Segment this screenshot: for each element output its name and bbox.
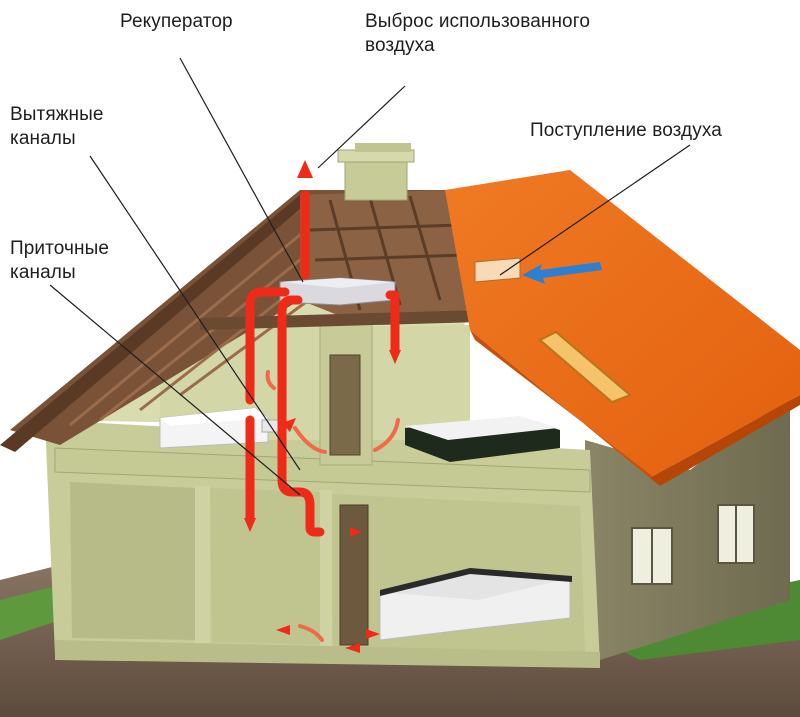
label-exhaust-out-line-1: Выброс использованного: [365, 11, 591, 32]
upper-door: [329, 354, 361, 456]
arrow-exhaust-up: [297, 160, 313, 178]
label-exhaust-ducts-line-1: Вытяжные: [10, 104, 104, 125]
arrow-ground-right: [366, 629, 380, 639]
label-exhaust-out: Выброс использованного воздуха: [365, 10, 590, 58]
grass-left: [0, 585, 60, 640]
duct-ground-floor: [305, 520, 325, 537]
label-recuperator: Рекуператор: [120, 10, 233, 34]
intake-arrow: [522, 262, 602, 284]
ducts: [245, 190, 400, 537]
label-exhaust-out-line-2: воздуха: [365, 35, 435, 56]
arrow-upper-room: [282, 418, 296, 432]
label-exhaust-ducts: Вытяжные каналы: [10, 103, 104, 151]
intake-grille: [474, 257, 521, 283]
leader-supply-ducts: [49, 284, 301, 496]
supply-duct-lower: [277, 295, 315, 530]
window-left: [631, 527, 673, 585]
arrow-down-left: [244, 518, 256, 532]
leader-exhaust-ducts: [89, 155, 301, 471]
arrow-ground-mid: [345, 643, 360, 653]
label-supply-ducts: Приточные каналы: [10, 237, 109, 285]
label-recuperator-line-1: Рекуператор: [120, 11, 233, 32]
arrow-ground-left: [276, 625, 290, 635]
label-supply-ducts-line-2: каналы: [10, 262, 76, 283]
leader-recuperator: [179, 57, 304, 283]
label-air-intake: Поступление воздуха: [530, 119, 722, 143]
label-supply-ducts-line-1: Приточные: [10, 238, 109, 259]
leader-lines: [49, 57, 691, 496]
label-exhaust-ducts-line-2: каналы: [10, 128, 76, 149]
arrow-door: [350, 527, 362, 537]
window-right: [717, 504, 755, 564]
roof-right-slope: [445, 170, 800, 486]
flow-arrows: [244, 160, 401, 653]
skylight: [538, 330, 632, 404]
label-air-intake-line-1: Поступление воздуха: [530, 120, 722, 141]
leader-exhaust-out: [317, 85, 406, 169]
arrow-down-right: [389, 350, 401, 364]
furniture: [159, 407, 572, 641]
lower-door: [339, 504, 369, 646]
supply-duct-upper: [245, 287, 290, 405]
flow-curves: [265, 370, 400, 642]
supply-duct-right: [385, 290, 400, 355]
leader-air-intake: [499, 144, 691, 276]
chimney: [337, 143, 415, 201]
